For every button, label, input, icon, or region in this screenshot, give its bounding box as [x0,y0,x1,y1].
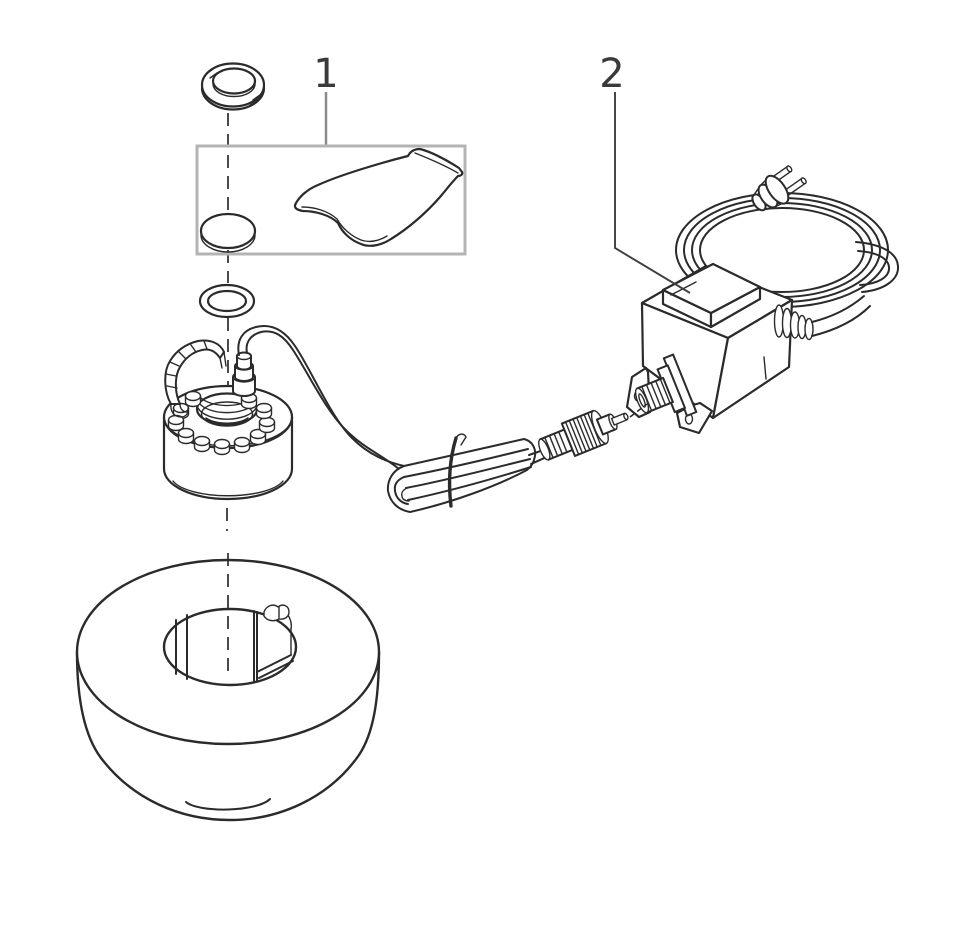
callout-2: 2 [599,51,691,294]
transformer-side-face [711,298,794,420]
o-ring [198,283,256,319]
ring-notch-left [205,68,218,79]
transformer-socket [634,353,698,417]
float-bottom-lip [185,798,271,811]
transformer-top-block [661,262,762,315]
cable-gland [232,351,256,397]
strain-relief [773,295,871,341]
foam-float [75,558,381,822]
carry-handle [164,339,227,418]
transformer [625,262,871,435]
fogger-led-unit [162,339,294,501]
cord-right-loop [855,241,900,293]
mains-plug [751,165,807,212]
connector-alignment-dashes [629,403,648,418]
callout-2-label: 2 [599,51,624,97]
cleaning-tool [293,147,464,247]
screw-connector [538,409,629,461]
callout-1: 1 [195,51,467,256]
callout-2-leader [614,92,691,294]
callout-1-label: 1 [313,51,338,97]
float-center-hole [162,607,298,687]
connection-cable [237,325,551,513]
fogger-base-seam [172,480,284,497]
membrane-disc [199,212,257,253]
cable-tie [447,436,458,508]
ring-notch-right [249,94,261,105]
locking-ring [200,62,266,111]
service-kit-box [195,144,467,256]
float-hole-keyways [175,604,294,683]
